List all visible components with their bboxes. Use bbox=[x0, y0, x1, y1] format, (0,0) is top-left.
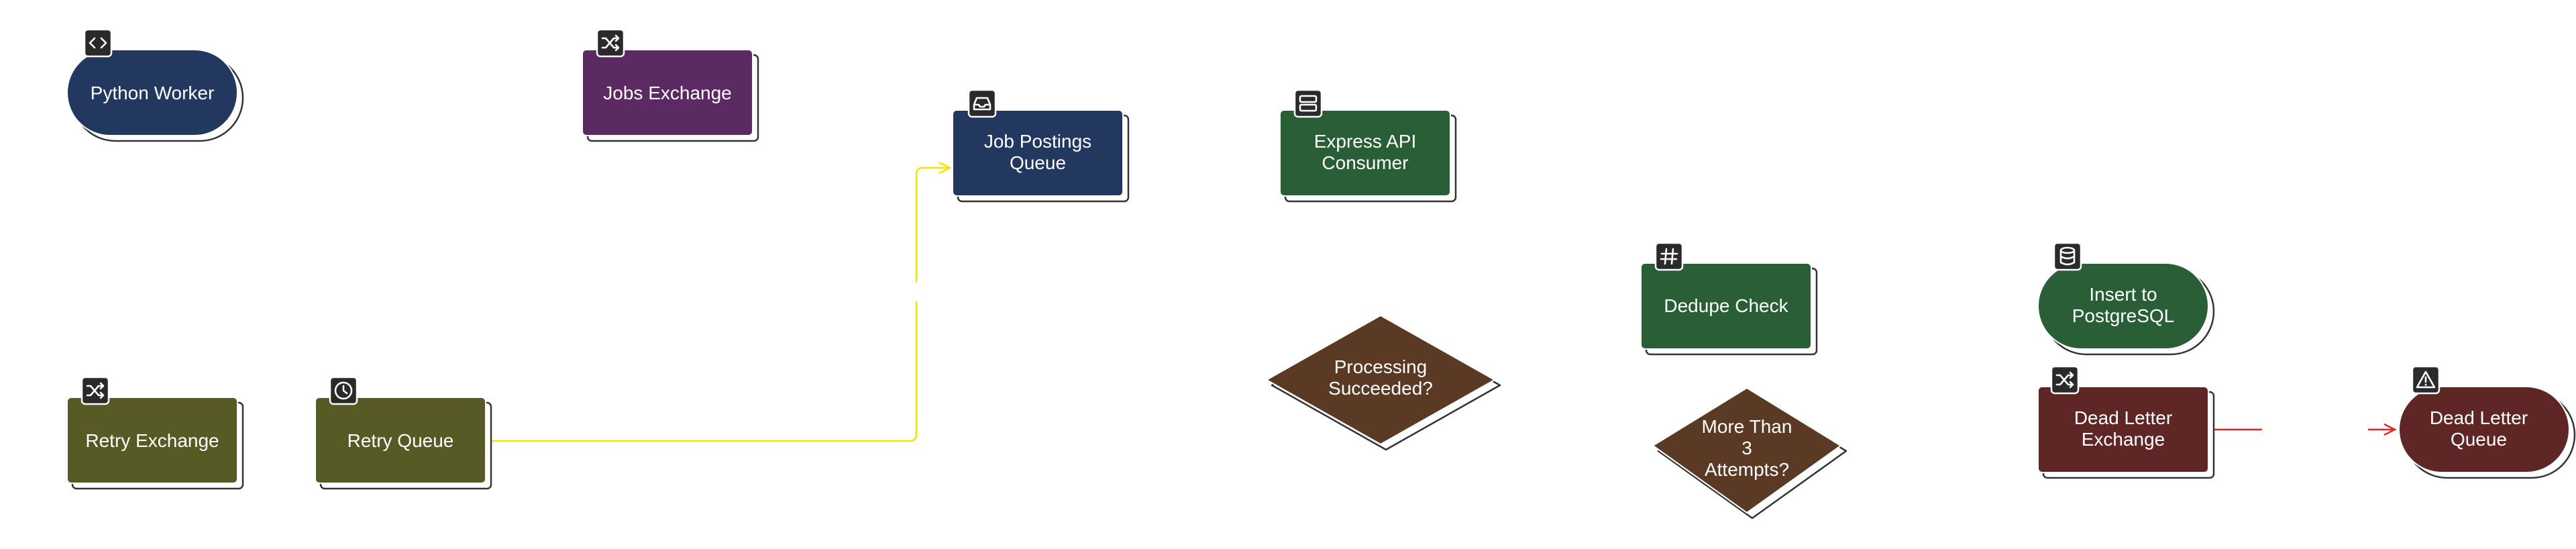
shuffle-icon bbox=[2050, 365, 2080, 395]
node-retry-exchange-label: Retry Exchange bbox=[85, 430, 219, 451]
node-dedupe-check-label: Dedupe Check bbox=[1664, 295, 1788, 316]
node-label-line: 3 bbox=[1741, 438, 1752, 458]
node-dedupe-check[interactable]: Dedupe Check bbox=[1640, 242, 1818, 356]
node-label-line: Insert to bbox=[2089, 284, 2157, 305]
edge-retry-queue-to-job-postings-queue bbox=[490, 168, 950, 442]
node-label-line: Retry Exchange bbox=[85, 430, 219, 451]
inbox-icon bbox=[967, 89, 997, 118]
node-label-line: More Than bbox=[1702, 416, 1792, 437]
node-retry-exchange[interactable]: Retry Exchange bbox=[66, 376, 244, 490]
node-python-worker[interactable]: Python Worker bbox=[66, 28, 244, 142]
node-label-line: Consumer bbox=[1322, 152, 1408, 173]
server-icon bbox=[1293, 89, 1323, 118]
node-label-line: Dead Letter bbox=[2074, 407, 2172, 428]
clock-icon bbox=[329, 376, 358, 405]
node-label-line: Retry Queue bbox=[347, 430, 454, 451]
node-jobs-exchange-label: Jobs Exchange bbox=[603, 83, 731, 103]
node-jobs-exchange[interactable]: Jobs Exchange bbox=[582, 28, 759, 142]
node-label-line: Job Postings bbox=[984, 131, 1091, 152]
database-icon bbox=[2053, 242, 2082, 271]
node-label-line: Exchange bbox=[2082, 429, 2165, 450]
node-label-line: Dead Letter bbox=[2430, 407, 2528, 428]
node-label-line: Express API bbox=[1314, 131, 1417, 152]
code-icon bbox=[83, 28, 113, 58]
shuffle-icon bbox=[596, 28, 625, 58]
node-label-line: Dedupe Check bbox=[1664, 295, 1788, 316]
node-retry-queue[interactable]: Retry Queue bbox=[315, 376, 492, 490]
alert-triangle-icon bbox=[2411, 365, 2440, 395]
node-retry-queue-label: Retry Queue bbox=[347, 430, 454, 451]
hash-icon bbox=[1654, 242, 1684, 271]
node-label-line: Queue bbox=[1010, 152, 1066, 173]
node-python-worker-label: Python Worker bbox=[91, 83, 215, 103]
node-label-line: Queue bbox=[2451, 429, 2507, 450]
node-label-line: Succeeded? bbox=[1328, 378, 1433, 399]
node-label-line: Processing bbox=[1334, 356, 1428, 377]
node-label-line: PostgreSQL bbox=[2072, 305, 2175, 326]
node-label-line: Attempts? bbox=[1705, 459, 1789, 480]
node-label-line: Jobs Exchange bbox=[603, 83, 731, 103]
shuffle-icon bbox=[80, 376, 110, 405]
node-label-line: Python Worker bbox=[91, 83, 215, 103]
